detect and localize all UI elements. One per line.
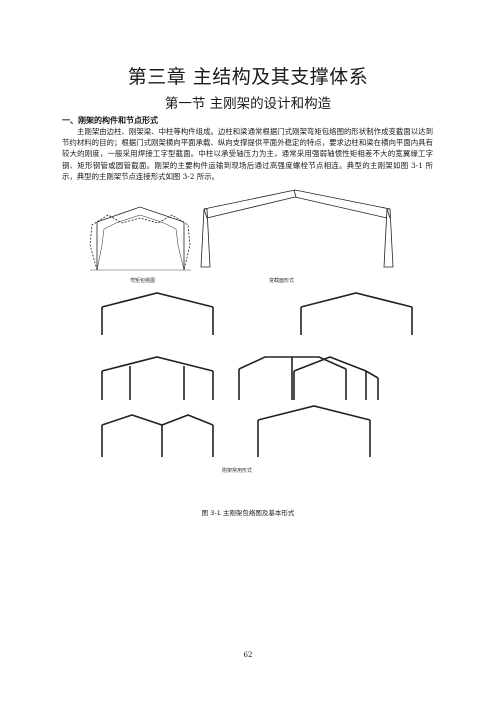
common-forms-label: 刚架常用形式: [222, 468, 253, 474]
frame-form-3: [101, 356, 214, 400]
variable-section-label: 变截面形式: [269, 278, 295, 284]
frame-form-4: [238, 356, 347, 400]
moment-envelope-diagram: [89, 206, 191, 271]
section-title: 第一节 主刚架的设计和构造: [164, 96, 332, 112]
frame-form-5: [293, 356, 379, 400]
moment-envelope-label: 弯矩包络图: [130, 278, 156, 284]
frame-form-7: [257, 405, 371, 457]
chapter-title: 第三章 主结构及其支撑体系: [127, 66, 369, 88]
frame-diagrams: [89, 189, 413, 457]
frame-figures: 弯矩包络图 变截面形式 刚架常用形式: [80, 185, 420, 475]
body-paragraph: 主刚架由边柱、刚架梁、中柱等构件组成。边柱和梁通常根据门式刚架弯矩包络图的形状制…: [62, 127, 433, 181]
figure-caption: 图 3-1 主刚架包络图及基本形式: [201, 509, 295, 517]
subheading: 一、刚架的构件和节点形式: [62, 116, 158, 125]
frame-form-2: [300, 292, 413, 335]
page-number: 62: [243, 651, 253, 659]
variable-section-diagram: [200, 189, 394, 268]
frame-form-6: [101, 414, 214, 457]
frame-form-1: [101, 292, 214, 335]
